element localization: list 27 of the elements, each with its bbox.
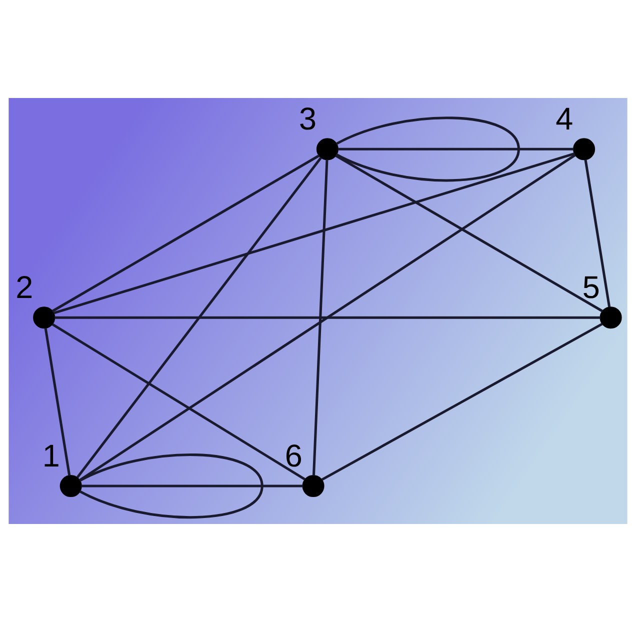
connector bbox=[334, 154, 604, 312]
node-circle bbox=[302, 475, 324, 498]
node-label: 5 bbox=[582, 270, 600, 305]
connector bbox=[312, 160, 328, 476]
connector bbox=[336, 116, 520, 182]
node-circle bbox=[33, 306, 56, 329]
node-circle bbox=[600, 306, 622, 329]
node-label: 4 bbox=[556, 101, 574, 136]
node-label: 1 bbox=[42, 438, 60, 474]
connector bbox=[76, 156, 322, 478]
connector bbox=[44, 328, 71, 476]
connector bbox=[54, 316, 600, 319]
connector bbox=[321, 322, 603, 481]
node-circle bbox=[60, 475, 82, 498]
connector bbox=[52, 323, 306, 480]
connector bbox=[584, 159, 611, 308]
connector bbox=[81, 484, 303, 488]
node-label: 3 bbox=[299, 101, 317, 136]
connector bbox=[338, 148, 574, 150]
node-label: 2 bbox=[16, 270, 34, 305]
connector bbox=[79, 454, 264, 518]
connector bbox=[53, 152, 576, 314]
node-circle bbox=[573, 138, 596, 160]
node-circle bbox=[316, 138, 338, 160]
node-label: 6 bbox=[284, 438, 302, 474]
connector bbox=[52, 154, 320, 312]
connector bbox=[78, 154, 576, 482]
